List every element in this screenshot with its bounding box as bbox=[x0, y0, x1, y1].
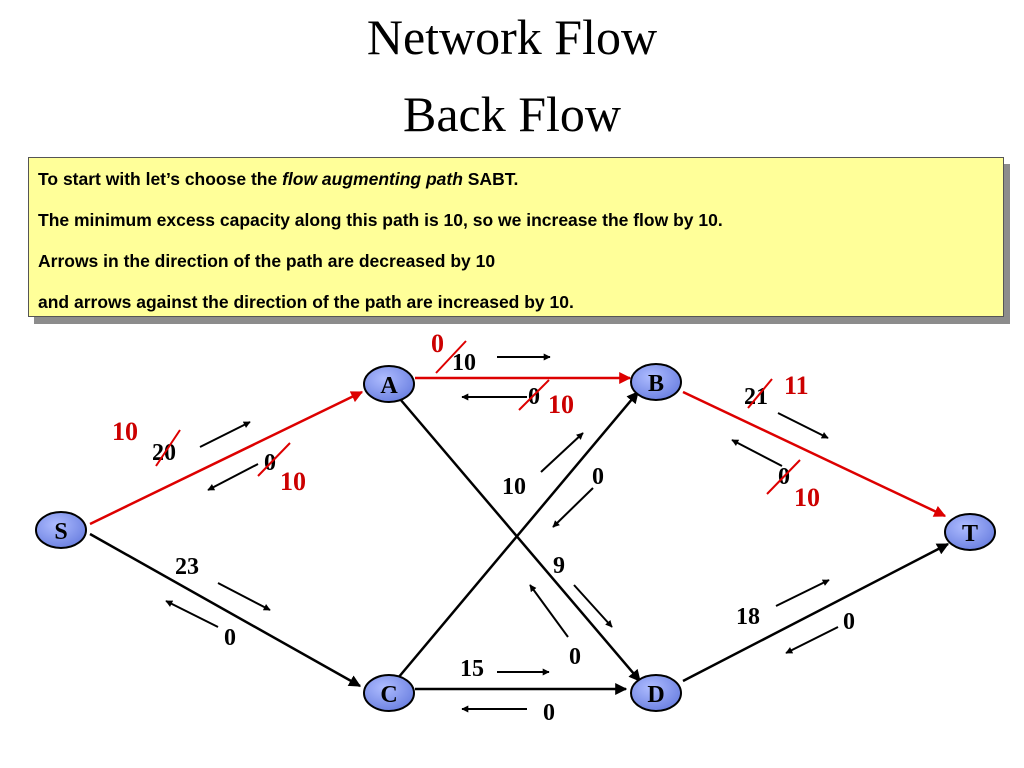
label-dt-back: 0 bbox=[843, 609, 855, 635]
arrow-cb-back bbox=[552, 487, 594, 528]
node-d-label: D bbox=[647, 682, 664, 708]
arrow-sa-back bbox=[207, 463, 259, 491]
strike-sa-fwd bbox=[155, 429, 181, 467]
note-line-1: To start with let’s choose the flow augm… bbox=[38, 168, 1003, 190]
arrow-dt-back bbox=[785, 626, 839, 654]
edge-a-d bbox=[399, 398, 641, 682]
node-b-label: B bbox=[648, 371, 664, 397]
node-t-label: T bbox=[962, 521, 978, 547]
arrow-dt-fwd bbox=[775, 579, 830, 607]
title-line-1: Network Flow bbox=[366, 9, 658, 65]
arrow-sa-fwd bbox=[199, 421, 251, 448]
label-bt-fwd-new: 11 bbox=[784, 371, 809, 400]
label-ad-back: 0 bbox=[569, 644, 581, 670]
note-line-4: and arrows against the direction of the … bbox=[38, 292, 574, 312]
node-s-label: S bbox=[54, 519, 67, 545]
edge-s-c bbox=[89, 532, 362, 688]
note-line-1-end: SABT. bbox=[462, 169, 519, 189]
label-sc-fwd: 23 bbox=[175, 554, 199, 580]
node-s: S bbox=[35, 511, 87, 549]
label-dt-fwd: 18 bbox=[736, 604, 760, 630]
node-c: C bbox=[363, 674, 415, 712]
arrow-bt-fwd bbox=[777, 412, 829, 439]
arrow-ad-fwd bbox=[573, 584, 613, 628]
node-a: A bbox=[363, 365, 415, 403]
label-cb-fwd: 10 bbox=[502, 474, 526, 500]
strike-bt-fwd bbox=[747, 378, 773, 409]
node-c-label: C bbox=[380, 682, 397, 708]
strike-sa-back bbox=[257, 442, 291, 477]
label-sa-fwd-new: 10 bbox=[112, 417, 138, 446]
node-d: D bbox=[630, 674, 682, 712]
arrow-bt-back bbox=[731, 439, 783, 467]
label-cb-back: 0 bbox=[592, 464, 604, 490]
label-ab-back-old: 0 bbox=[528, 384, 540, 410]
note-line-2: The minimum excess capacity along this p… bbox=[38, 210, 723, 230]
note-line-3: Arrows in the direction of the path are … bbox=[38, 251, 496, 271]
strike-bt-back bbox=[766, 459, 801, 495]
note-line-1-start: To start with let’s choose the bbox=[38, 169, 283, 189]
arrow-sc-fwd bbox=[217, 582, 271, 611]
arrow-cb-fwd bbox=[540, 432, 584, 473]
label-ad-fwd: 9 bbox=[553, 553, 565, 579]
title-line-2: Back Flow bbox=[402, 86, 622, 142]
arrow-sc-back bbox=[165, 600, 219, 628]
note-line-1-emphasis: flow augmenting path bbox=[282, 169, 463, 189]
label-cd-fwd: 15 bbox=[460, 656, 484, 682]
node-b: B bbox=[630, 363, 682, 401]
node-a-label: A bbox=[380, 373, 398, 399]
label-bt-back-new: 10 bbox=[794, 483, 820, 512]
label-sc-back: 0 bbox=[224, 625, 236, 651]
label-ab-back-new: 10 bbox=[548, 390, 574, 419]
label-ab-fwd-old: 10 bbox=[452, 350, 476, 376]
node-t: T bbox=[944, 513, 996, 551]
edge-b-t bbox=[682, 390, 947, 518]
note-box: To start with let’s choose the flow augm… bbox=[28, 157, 1004, 317]
label-cd-back: 0 bbox=[543, 700, 555, 726]
edge-c-b bbox=[397, 391, 639, 679]
label-sa-back-new: 10 bbox=[280, 467, 306, 496]
strike-ab-fwd bbox=[435, 340, 467, 374]
arrow-ad-back bbox=[529, 584, 569, 638]
label-ab-fwd-new: 0 bbox=[431, 329, 444, 358]
edge-s-a bbox=[89, 390, 364, 526]
strike-ab-back bbox=[518, 379, 550, 411]
edge-d-t bbox=[682, 542, 950, 683]
